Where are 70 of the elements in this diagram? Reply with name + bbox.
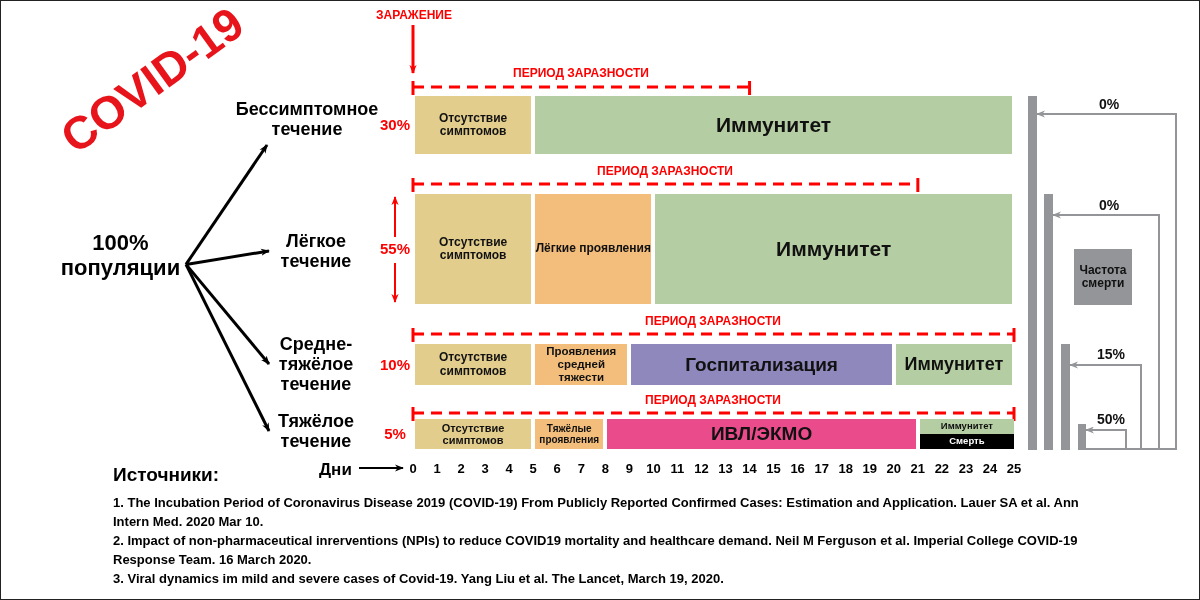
tick-label: 14 [741,460,758,478]
percent-label: 55% [379,239,411,259]
arrow [184,144,269,266]
tick-label: 5 [528,460,538,478]
timeline-segment: ИВЛ/ЭКМО [607,419,916,449]
timeline-segment: Отсутствие симптомов [415,96,532,154]
axis-label: Дни [319,459,353,481]
timeline-segment: Отсутствие симптомов [415,344,532,385]
category-label: Лёгкое течение [263,225,369,277]
category-label: Тяжёлое течение [263,405,369,457]
period-label: ПЕРИОД ЗАРАЗНОСТИ [644,313,782,330]
timeline-segment: Проявления средней тяжести [535,344,628,385]
tick-label: 18 [837,460,854,478]
annotation-label: ЗАРАЖЕНИЕ [376,7,450,24]
period-label: ПЕРИОД ЗАРАЗНОСТИ [596,163,734,180]
reference-text: 2. Impact of non-pharmaceutical inrerventions (NPIs) to reduce COVID19 mortality and healthcare demand. Neil M Ferguson et al. Imperial College COVID-19 Response Team. 16 March 2020. [113,532,1079,569]
timeline-segment: Лёгкие проявления [535,194,652,304]
timeline-segment: Отсутствие симптомов [415,419,532,449]
tick-label: 21 [909,460,927,478]
tick-label: 19 [861,460,878,478]
tick-label: 20 [885,460,903,478]
tick-label: 8 [600,460,610,478]
death-rate-bar [1028,96,1037,450]
connector-arrow [1052,211,1160,450]
tick-label: 15 [765,460,782,478]
period-label: ПЕРИОД ЗАРАЗНОСТИ [512,65,650,82]
death-rate-bar [1044,194,1053,450]
connector-arrow [1085,426,1127,450]
arrow [185,248,270,266]
tick-label: 16 [789,460,806,478]
tick-label: 9 [624,460,634,478]
death-rate-bar [1061,344,1070,450]
percent-label: 5% [383,424,407,444]
tick-label: 12 [693,460,710,478]
timeline-segment: Тяжёлые проявления [535,419,604,449]
period-label: ПЕРИОД ЗАРАЗНОСТИ [644,392,782,409]
category-label: 100% популяции [53,221,188,291]
death-rate-bar [1078,424,1086,450]
reference-text: 3. Viral dynamics im mild and severe cases of Covid-19. Yang Liu et al. The Lancet, March 19, 2020. [113,570,725,588]
timeline-segment: Иммунитет [655,194,1012,304]
timeline-segment: Иммунитет [919,419,1014,434]
arrow [184,263,271,432]
tick-label: 3 [480,460,490,478]
tick-label: 10 [645,460,662,478]
tick-label: 2 [456,460,466,478]
note-box: Частота смерти [1074,249,1132,305]
tick-label: 0 [408,460,418,478]
tick-label: 11 [669,460,686,478]
timeline-segment: Отсутствие симптомов [415,194,532,304]
timeline-segment: Иммунитет [535,96,1012,154]
category-label: Средне-тяжёлое течение [263,327,369,401]
tick-label: 13 [717,460,734,478]
connector-arrow [1036,110,1177,450]
percent-label: 10% [379,354,411,375]
tick-label: 22 [933,460,951,478]
percent-label: 30% [379,115,411,135]
tick-label: 7 [576,460,586,478]
timeline-segment: Иммунитет [895,344,1012,385]
tick-label: 6 [552,460,562,478]
tick-label: 23 [957,460,975,478]
section-heading: Источники: [113,463,221,487]
connector-arrow [1069,361,1142,450]
tick-label: 1 [432,460,442,478]
tick-label: 25 [1005,460,1023,478]
timeline-segment: Госпитализация [631,344,892,385]
tick-label: 24 [981,460,999,478]
tick-label: 4 [504,460,514,478]
tick-label: 17 [813,460,830,478]
reference-text: 1. The Incubation Period of Coronavirus Disease 2019 (COVID-19) From Publicly Reported Confirmed Cases: Estimation and Application. Lauer SA et al. Ann Intern Med. 2020 Mar 10. [113,494,1080,531]
timeline-segment: Смерть [919,434,1014,449]
